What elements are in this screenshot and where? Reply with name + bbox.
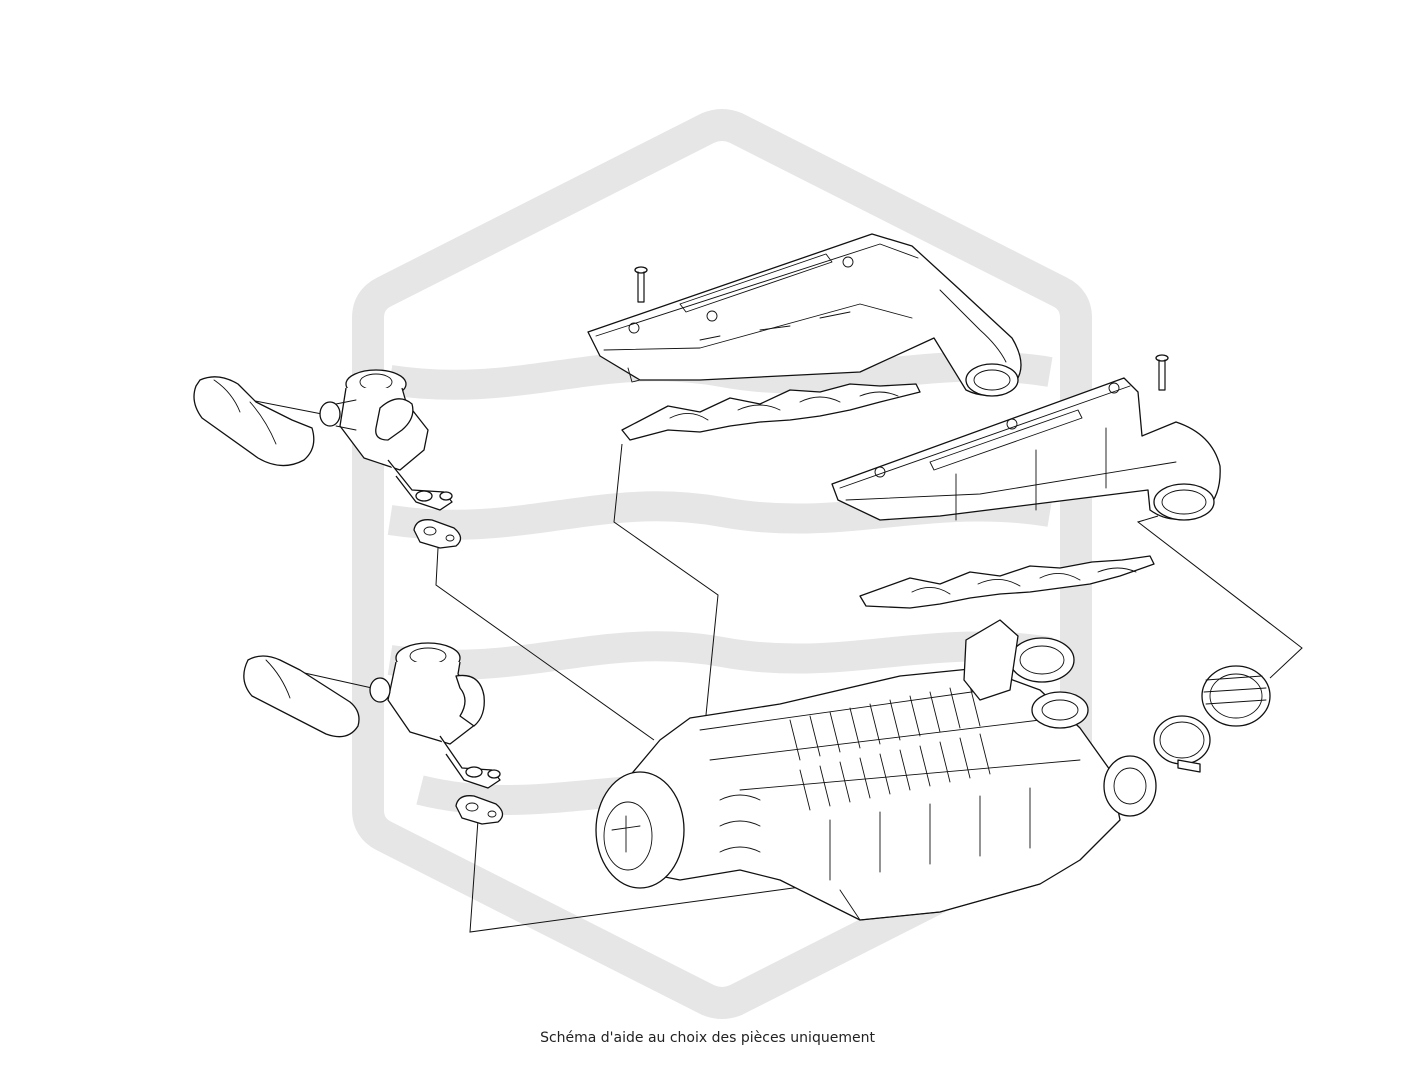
leader-upper-valve-gasket-to-engine bbox=[435, 547, 655, 741]
upper-valve-gasket bbox=[413, 519, 462, 549]
lower-valve-hose bbox=[243, 655, 360, 738]
upper-valve-hose bbox=[193, 376, 315, 467]
lower-air-valve bbox=[369, 642, 501, 789]
watermark-wave-3 bbox=[387, 631, 1053, 680]
leader-left-gasket-to-engine bbox=[613, 443, 719, 716]
leader-lower-valve-gasket-to-engine bbox=[469, 819, 941, 933]
diagram-caption: Schéma d'aide au choix des pièces unique… bbox=[540, 1030, 875, 1046]
leader-lower-hose-to-valve bbox=[299, 671, 373, 689]
left-intake-cover bbox=[587, 233, 1022, 397]
watermark-hexagon-outline bbox=[352, 109, 1092, 1019]
right-intake-cover bbox=[831, 377, 1221, 521]
leader-upper-hose-to-valve bbox=[249, 399, 323, 415]
supercharger-assembly bbox=[595, 619, 1157, 921]
lower-valve-gasket bbox=[455, 795, 504, 825]
coupling-sleeve bbox=[1201, 665, 1271, 727]
cover-bolt-left bbox=[634, 266, 648, 303]
hose-clamp bbox=[1153, 715, 1211, 773]
right-manifold-gasket bbox=[859, 555, 1155, 609]
cover-bolt-right bbox=[1155, 354, 1169, 391]
leader-lines bbox=[249, 399, 1303, 933]
upper-air-valve bbox=[319, 369, 453, 511]
leader-right-cover-to-sleeve bbox=[1136, 515, 1303, 679]
left-manifold-gasket bbox=[621, 383, 921, 441]
intercooler-fins bbox=[789, 685, 991, 811]
